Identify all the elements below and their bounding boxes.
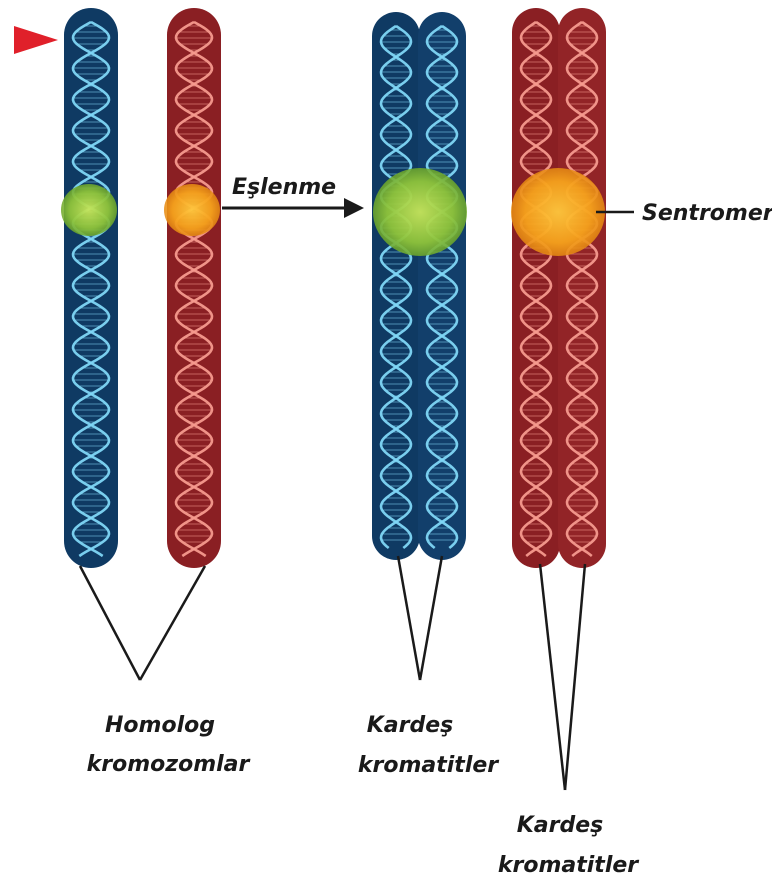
centromere-label: Sentromer — [642, 201, 772, 226]
replication-label: Eşlenme — [232, 175, 336, 200]
sister-red-label-line2: kromatitler — [498, 853, 639, 878]
centromere-blue-homolog — [61, 184, 117, 236]
sister-red-connector — [540, 564, 585, 790]
sister-blue-label-line2: kromatitler — [358, 753, 499, 778]
homolog-connector — [80, 566, 205, 680]
sister-red-label-line1: Kardeş — [517, 813, 604, 838]
centromere-blue-sister — [373, 168, 467, 256]
centromere-red-sister — [511, 168, 605, 256]
red-triangle-pointer-icon — [14, 26, 58, 54]
replication-arrow — [222, 198, 364, 218]
centromere-red-homolog — [164, 184, 220, 236]
homolog-label-line2: kromozomlar — [87, 752, 251, 777]
sister-blue-connector — [398, 556, 442, 680]
sister-blue-label-line1: Kardeş — [367, 713, 454, 738]
right-arrow-icon — [344, 198, 364, 218]
homolog-label-line1: Homolog — [105, 713, 215, 738]
